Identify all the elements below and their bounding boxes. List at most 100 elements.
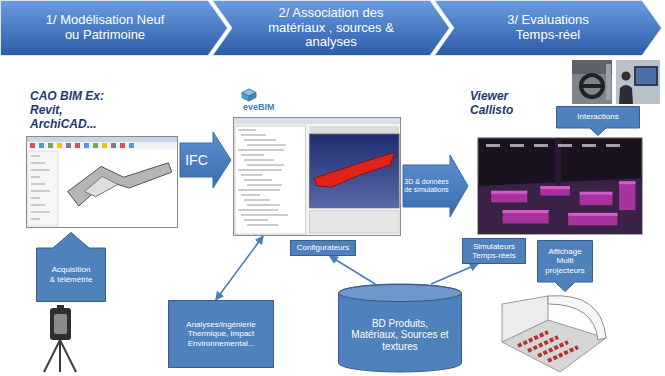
tripod-leg	[44, 340, 60, 372]
tree-row	[241, 215, 288, 216]
furniture	[580, 192, 613, 205]
view-toolbar	[310, 126, 399, 133]
cylinder-top	[339, 285, 462, 302]
cad-screenshot: CAO BIM Ex: Revit, ArchiCAD...	[26, 88, 178, 228]
toolbar-icon	[111, 143, 116, 148]
node-label: Configurateurs	[297, 243, 349, 252]
tree-row	[241, 175, 262, 176]
acquisition-callout: Acquisition & télémétrie	[36, 232, 106, 302]
connector-label: 3D & données de simulations	[403, 178, 451, 194]
toolbar-icon	[48, 143, 53, 148]
tree-row	[238, 150, 284, 151]
connector	[330, 256, 376, 284]
furniture	[491, 191, 527, 203]
connector	[403, 155, 468, 217]
display-callout: Affichage Multi projecteurs	[537, 240, 593, 292]
callout-shape	[557, 107, 640, 136]
tripod-leg	[60, 340, 76, 372]
laser-scanner	[44, 305, 76, 372]
photo-detail	[606, 64, 611, 100]
step-chevron: 2/ Association des matériaux , sources &…	[212, 0, 450, 56]
seat-row	[518, 332, 548, 346]
furniture-top	[568, 213, 617, 216]
panel-row	[31, 163, 45, 164]
tree-row	[247, 225, 278, 226]
seat-row	[548, 347, 578, 361]
tree-row	[247, 165, 284, 166]
tree-row	[244, 200, 270, 201]
tree-row	[238, 190, 280, 191]
ceiling-light	[582, 144, 596, 147]
property-panel	[310, 211, 399, 233]
furniture-top	[491, 191, 527, 194]
screen-photo	[616, 60, 660, 104]
scanner-body	[50, 308, 71, 340]
furniture	[503, 210, 549, 223]
toolbar-icon	[30, 143, 35, 148]
toolbar-icon	[39, 143, 44, 148]
node-label: Affichage Multi projecteurs	[540, 247, 590, 275]
panel-row	[31, 205, 45, 206]
screen	[636, 68, 656, 84]
furniture-top	[580, 192, 613, 195]
node-label: Acquisition & télémétrie	[49, 265, 93, 283]
toolbar-icon	[120, 143, 125, 148]
panel-row	[31, 212, 50, 213]
scanner-lens	[54, 314, 67, 334]
heading-label: CAO BIM Ex: Revit, ArchiCAD...	[30, 90, 104, 131]
projection-room	[502, 296, 606, 372]
window-frame	[234, 118, 401, 236]
side-panel	[28, 151, 58, 226]
tree-row	[244, 160, 274, 161]
tree-row	[241, 195, 260, 196]
tree-row	[247, 185, 282, 186]
title-bar	[27, 137, 177, 142]
panel-row	[31, 184, 45, 185]
tree-row	[241, 135, 266, 136]
tree-row	[247, 145, 286, 146]
node-label: 1/ Modélisation Neuf ou Patrimoine	[43, 13, 168, 43]
heading-label: Viewer Callisto	[470, 90, 530, 118]
tree-row	[244, 140, 276, 141]
ceiling-light	[510, 144, 524, 147]
render-floor	[478, 178, 642, 234]
chevron-shape	[1, 1, 228, 56]
simulator-box: Simulateurs Temps-réels	[462, 238, 526, 264]
steering-wheel	[581, 75, 603, 97]
panel-row	[31, 191, 50, 192]
title-bar	[234, 118, 400, 124]
callout-shape	[538, 241, 593, 292]
toolbar-icon	[66, 143, 71, 148]
toolbar-icon	[93, 143, 98, 148]
furniture-top	[503, 210, 549, 213]
ceiling-light	[558, 144, 572, 147]
furniture-top	[619, 181, 635, 184]
ceiling-light	[606, 144, 620, 147]
ceiling-light	[534, 144, 548, 147]
3d-view	[310, 134, 399, 208]
window-frame	[27, 137, 178, 228]
tree-row	[244, 220, 268, 221]
node-label: Analyses/ingénierie Thermique, Impact En…	[173, 320, 269, 348]
person	[619, 85, 633, 104]
3d-model	[314, 152, 394, 187]
box-shape	[291, 241, 356, 256]
tripod-leg	[59, 340, 61, 372]
node-label: 2/ Association des matériaux , sources &…	[266, 6, 396, 51]
photo-ground	[616, 60, 660, 104]
panel-row	[31, 156, 40, 157]
panel-row	[31, 219, 40, 220]
database-cylinder: BD Produits, Matériaux, Sources et textu…	[338, 284, 462, 372]
toolbar-icon	[84, 143, 89, 148]
tree-row	[241, 155, 264, 156]
connector-label: IFC	[177, 152, 217, 168]
heading-label: eveBIM	[243, 102, 275, 112]
tree-row	[238, 170, 282, 171]
box-shape	[463, 239, 526, 264]
furniture	[568, 213, 617, 225]
toolbar-icon	[102, 143, 107, 148]
tree-row	[238, 130, 256, 131]
screen	[634, 66, 658, 86]
logo-face	[249, 93, 256, 102]
toolbar-icon	[75, 143, 80, 148]
